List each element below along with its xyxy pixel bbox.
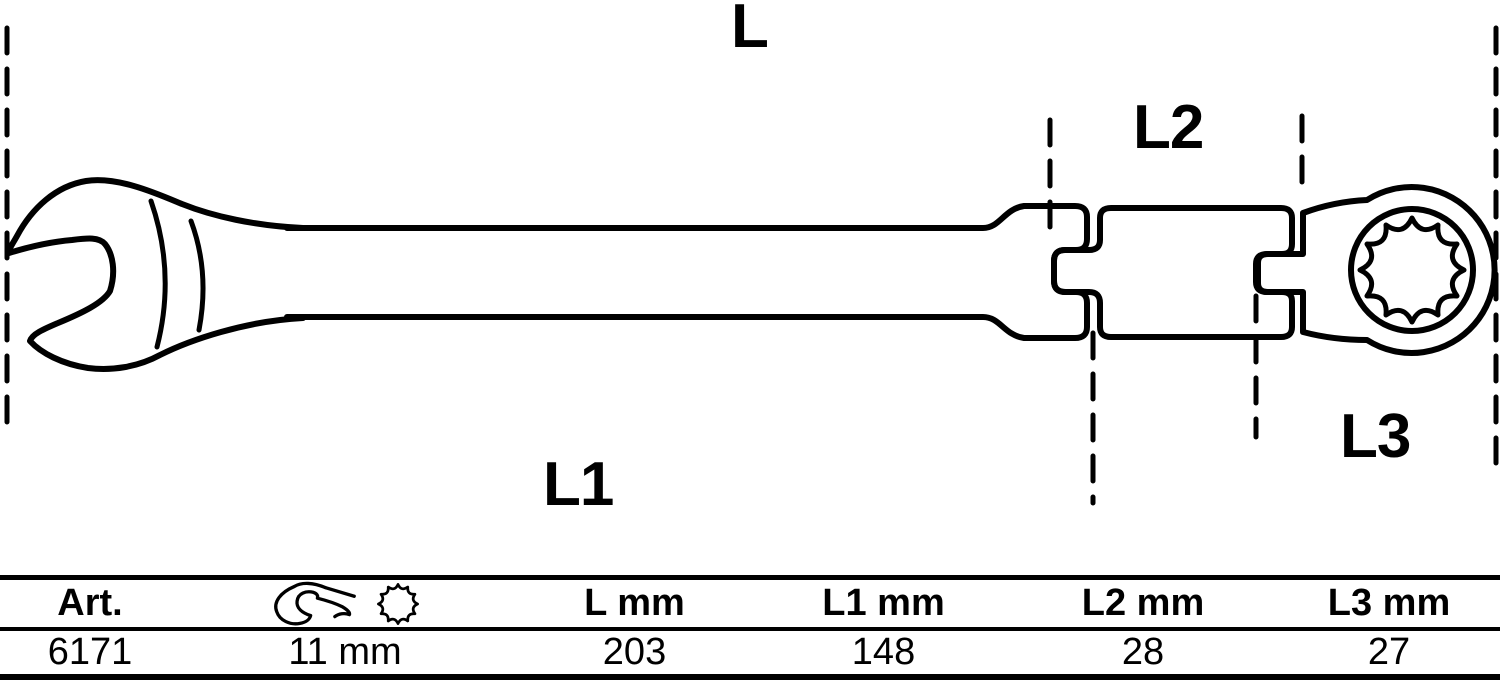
ring-head-outline bbox=[1253, 184, 1498, 356]
ring-face-circle bbox=[1348, 206, 1476, 334]
header-l-mm: L mm bbox=[584, 582, 685, 624]
label-l2: L2 bbox=[1133, 93, 1204, 162]
value-l1-mm: 148 bbox=[851, 631, 916, 673]
value-art-number: 6171 bbox=[47, 631, 133, 673]
label-overall-length: L bbox=[731, 0, 769, 61]
value-size: 11 mm bbox=[288, 631, 402, 673]
value-l3-mm: 27 bbox=[1367, 631, 1411, 673]
value-l2-mm: 28 bbox=[1121, 631, 1165, 673]
open-end-wrench-icon bbox=[274, 581, 356, 625]
header-art: Art. bbox=[57, 582, 123, 624]
value-l-mm: 203 bbox=[602, 631, 667, 673]
header-l1-mm: L1 mm bbox=[822, 582, 945, 624]
head-collar-arc-2 bbox=[188, 218, 206, 333]
ring-12-point-profile bbox=[1357, 215, 1467, 325]
label-l3: L3 bbox=[1340, 402, 1411, 471]
spec-table: Art. L mm L1 mm L2 mm L3 mm bbox=[0, 575, 1500, 680]
header-l2-mm: L2 mm bbox=[1081, 582, 1205, 624]
wrench-shaft bbox=[284, 203, 1090, 341]
label-l1: L1 bbox=[543, 450, 614, 519]
open-end-head bbox=[5, 177, 306, 372]
header-l3-mm: L3 mm bbox=[1327, 582, 1451, 624]
12-point-ring-icon bbox=[377, 582, 419, 625]
spec-table-header-row: Art. L mm L1 mm L2 mm L3 mm bbox=[0, 578, 1500, 630]
header-size-icons bbox=[180, 578, 510, 630]
spec-table-value-row: 6171 11 mm 203 148 28 27 bbox=[0, 629, 1500, 677]
head-collar-arc-1 bbox=[148, 198, 168, 350]
